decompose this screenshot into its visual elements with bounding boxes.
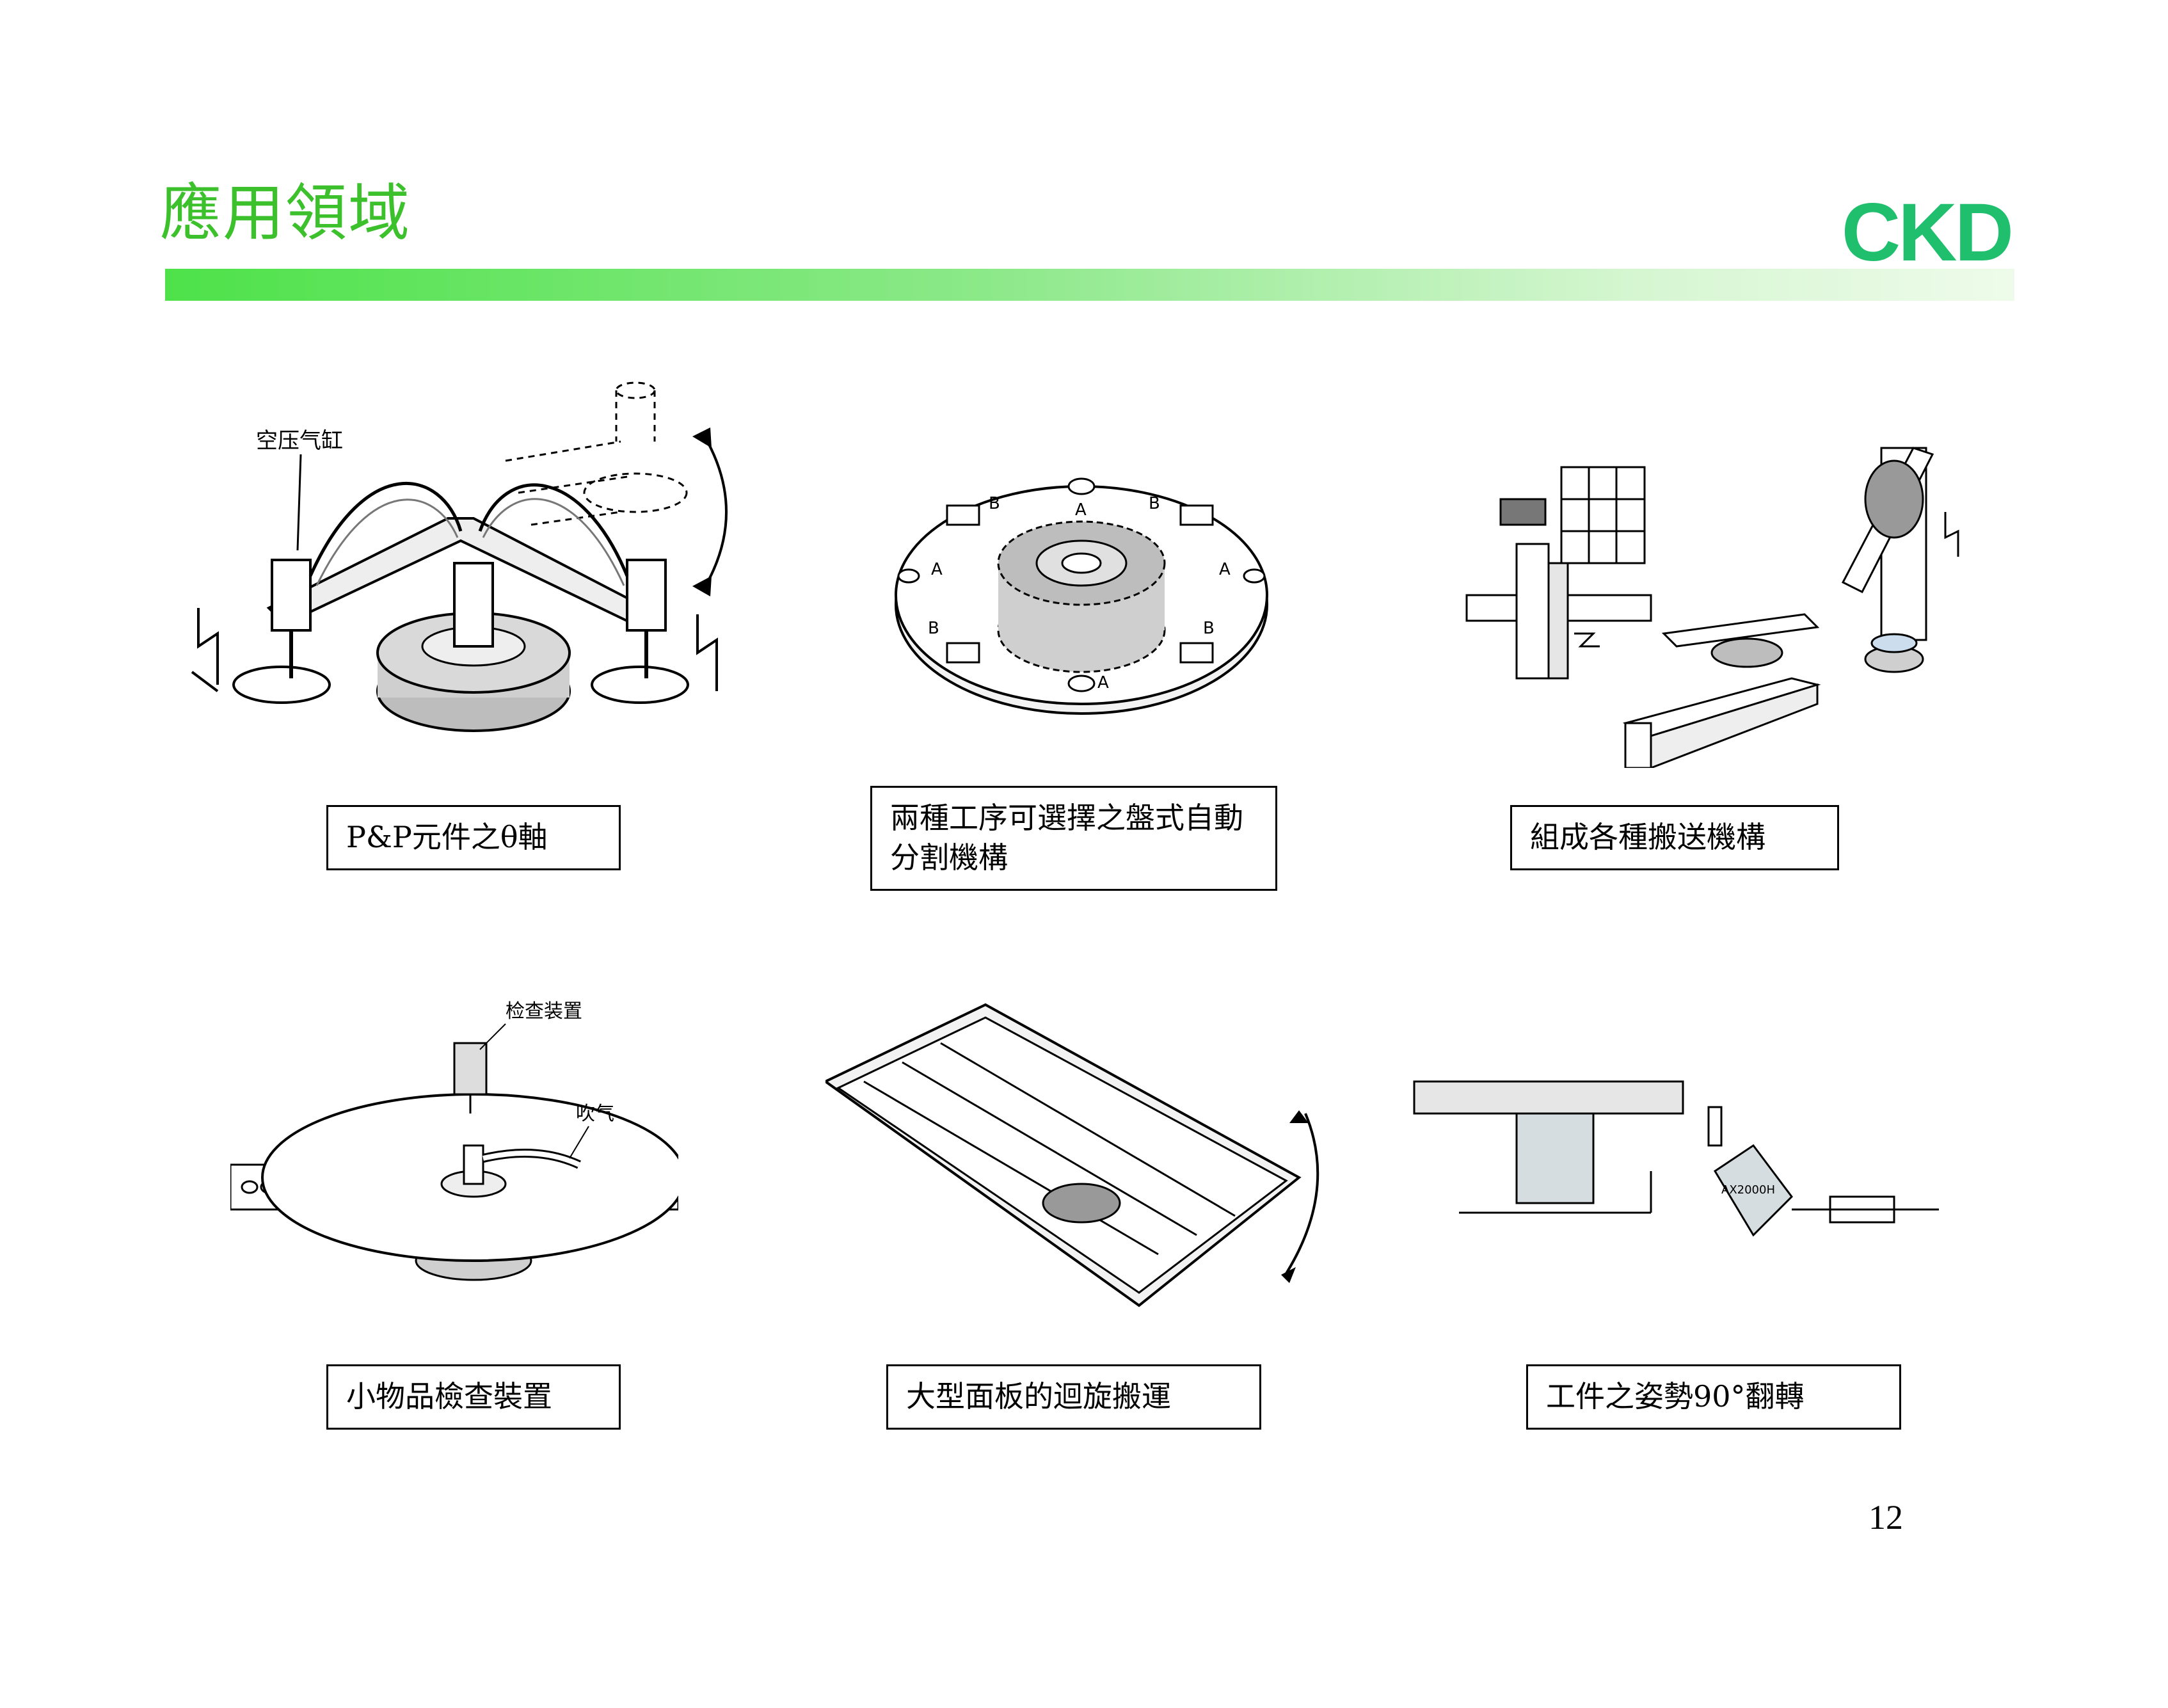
- svg-text:B: B: [989, 494, 1000, 513]
- figure-transfer-mechanisms: [1459, 435, 1971, 768]
- ckd-logo: CKD: [1841, 187, 2014, 278]
- svg-text:B: B: [1149, 494, 1160, 513]
- figure-large-panel-rotary: [825, 986, 1363, 1318]
- figure-dial-index-mechanism: B A B A A B B A: [883, 467, 1280, 723]
- page-number: 12: [1869, 1498, 1903, 1536]
- svg-text:B: B: [928, 619, 939, 638]
- page-title: 應用領域: [160, 177, 411, 249]
- caption-workpiece-flip: 工件之姿勢90°翻轉: [1526, 1364, 1901, 1430]
- title-underline-bar: [165, 269, 2014, 301]
- label-air-cylinder: 空压气缸: [256, 428, 343, 454]
- caption-transfer-mechanisms: 組成各種搬送機構: [1510, 805, 1839, 870]
- caption-small-item-inspection: 小物品檢查裝置: [326, 1364, 621, 1430]
- label-inspection-device: 检查装置: [506, 1000, 582, 1023]
- caption-large-panel-rotary: 大型面板的迴旋搬運: [886, 1364, 1261, 1430]
- svg-text:A: A: [1097, 673, 1109, 692]
- label-air-blow: 吹气: [576, 1103, 614, 1125]
- svg-text:A: A: [931, 560, 943, 579]
- caption-pnp-theta-axis: P&P元件之θ軸: [326, 805, 621, 870]
- svg-text:A: A: [1075, 500, 1087, 520]
- svg-text:A: A: [1219, 560, 1231, 579]
- figure-small-item-inspection: 检查装置 吹气: [230, 992, 678, 1293]
- figure-workpiece-flip: AX2000H: [1408, 1043, 1945, 1286]
- figure-pnp-theta-axis: 空压气缸: [173, 365, 749, 787]
- label-ax2000h: AX2000H: [1721, 1183, 1775, 1197]
- caption-dial-index-mechanism: 兩種工序可選擇之盤式自動分割機構: [870, 786, 1277, 891]
- svg-text:B: B: [1203, 619, 1215, 638]
